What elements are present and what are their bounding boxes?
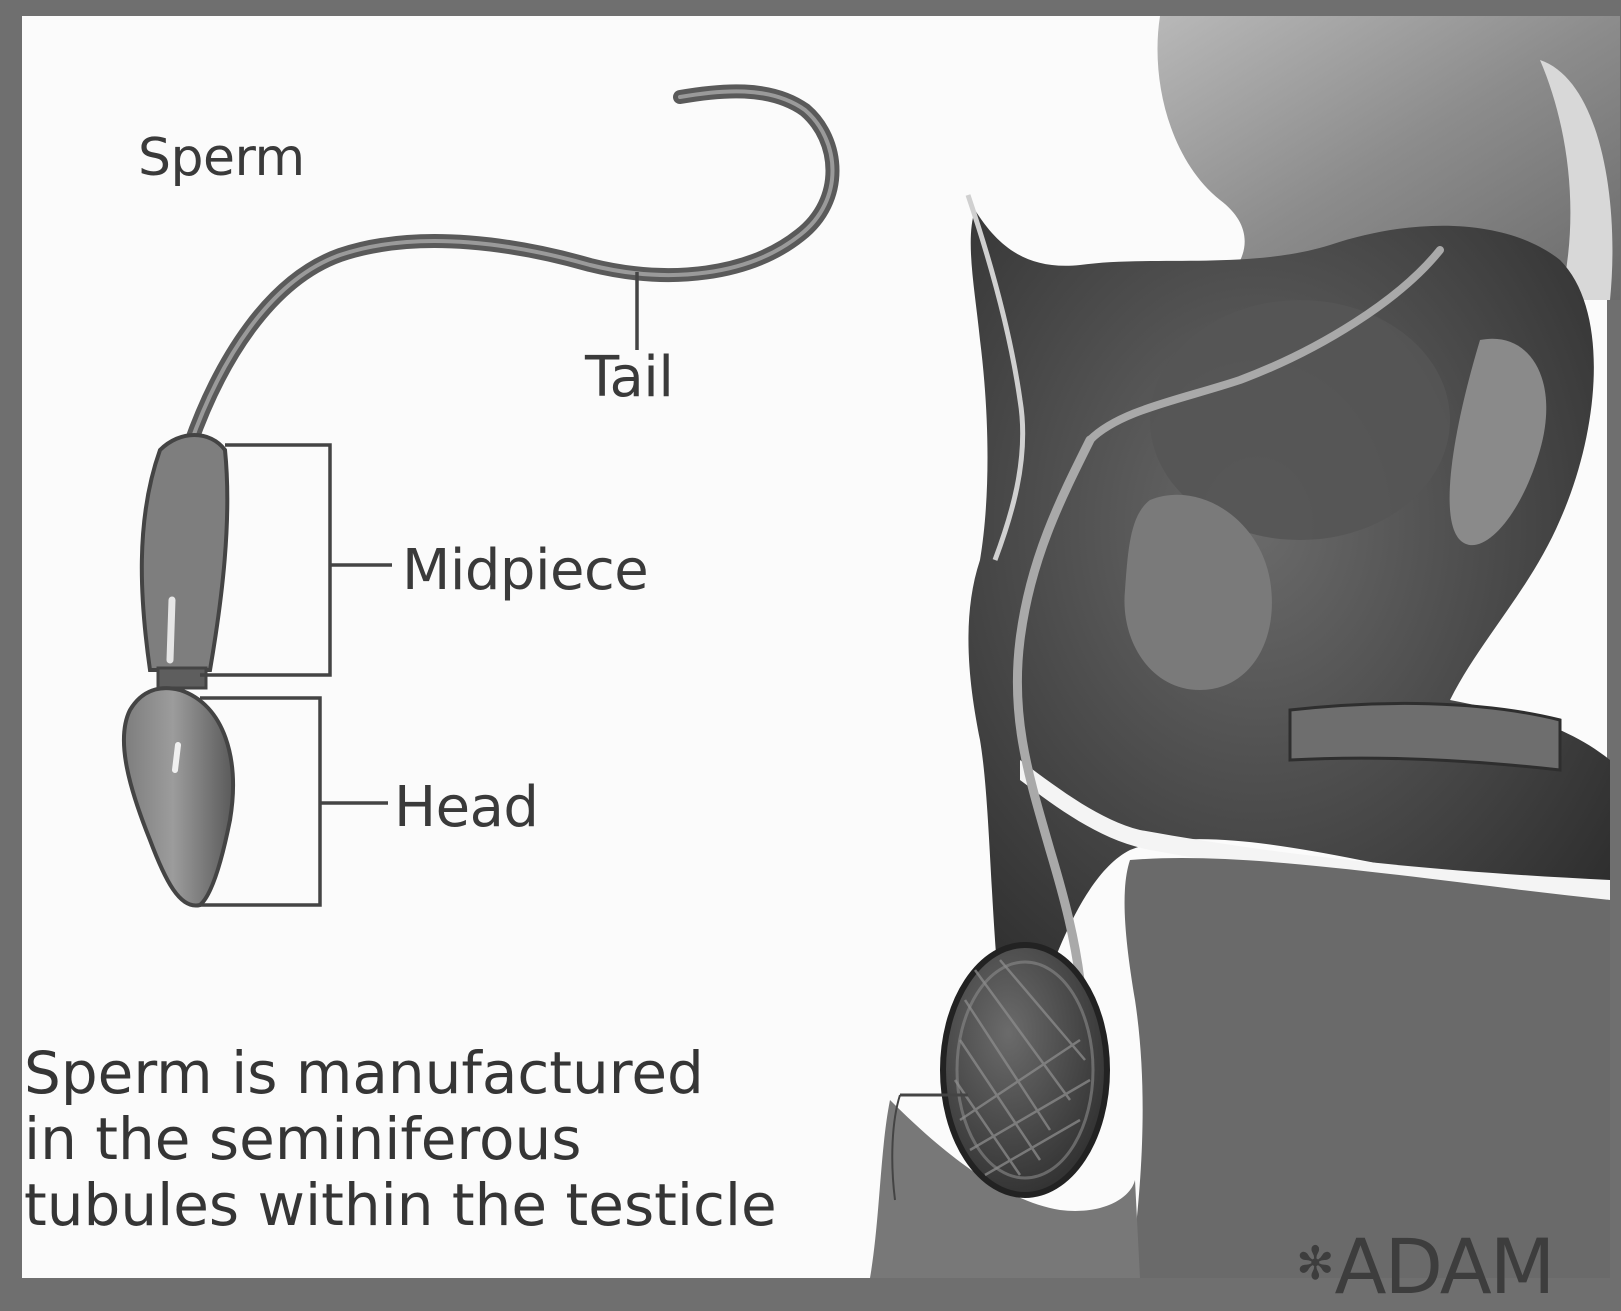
logo-text: ADAM (1335, 1222, 1554, 1311)
adam-logo: ✻ADAM (1296, 1222, 1553, 1311)
testicle (943, 945, 1107, 1195)
tail-label: Tail (585, 345, 673, 410)
caption-line: Sperm is manufactured (24, 1040, 777, 1106)
asterisk-flower-icon: ✻ (1296, 1236, 1333, 1290)
thigh-region (1125, 858, 1610, 1278)
diagram-title: Sperm (138, 128, 305, 188)
head-label: Head (394, 775, 538, 840)
caption: Sperm is manufactured in the seminiferou… (24, 1040, 777, 1238)
caption-line: tubules within the testicle (24, 1172, 777, 1238)
midpiece-label: Midpiece (402, 538, 648, 603)
caption-line: in the seminiferous (24, 1106, 777, 1172)
sperm-midpiece (142, 435, 228, 670)
